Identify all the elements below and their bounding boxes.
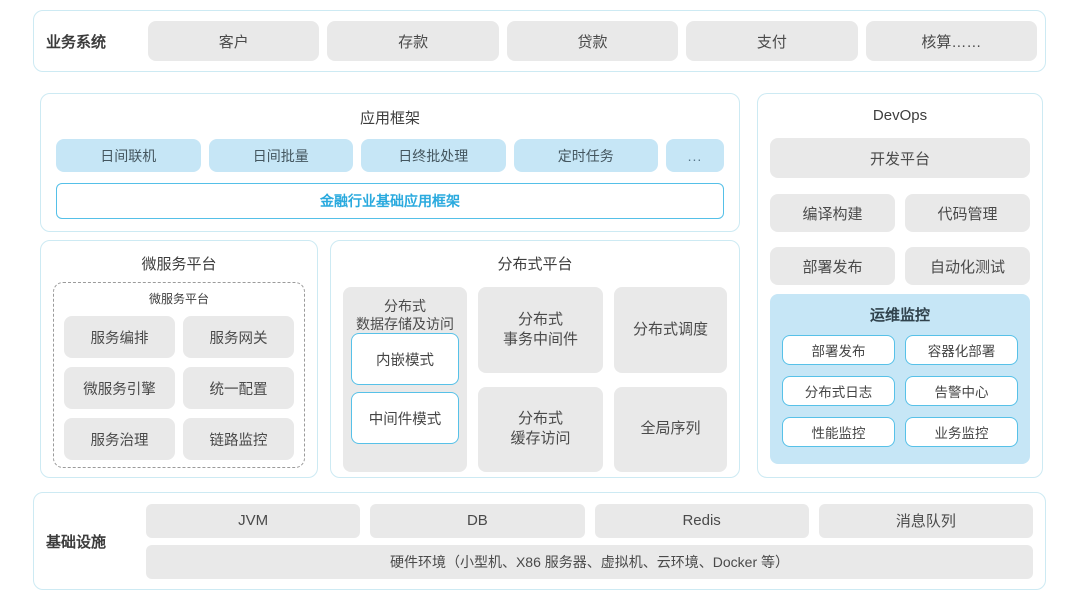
- infra-item: DB: [370, 503, 585, 538]
- microservice-item: 链路监控: [183, 418, 294, 460]
- hardware-environment-box: 硬件环境（小型机、X86 服务器、虚拟机、云环境、Docker 等）: [146, 544, 1033, 579]
- ops-monitor-title: 运维监控: [869, 307, 930, 324]
- app-framework-title: 应用框架: [359, 110, 420, 127]
- infra-item: JVM: [146, 503, 361, 538]
- devops-title: DevOps: [872, 107, 928, 124]
- distributed-body: 分布式 数据存储及访问 内嵌模式 中间件模式 分布式 事务中间件 分布式 缓存访…: [343, 287, 727, 472]
- devops-item: 自动化测试: [905, 247, 1030, 285]
- biz-item: 贷款: [506, 21, 679, 61]
- storage-mode-item: 中间件模式: [351, 392, 459, 444]
- microservice-items: 服务编排 服务网关 微服务引擎 统一配置 服务治理 链路监控: [64, 316, 294, 460]
- distributed-col-right: 分布式调度 全局序列: [614, 287, 727, 472]
- microservice-item: 服务网关: [183, 316, 294, 358]
- business-systems-bar: 业务系统 客户 存款 贷款 支付 核算……: [33, 10, 1046, 72]
- distributed-storage-group: 分布式 数据存储及访问 内嵌模式 中间件模式: [343, 287, 467, 472]
- biz-item: 核算……: [865, 21, 1038, 61]
- app-item: 日间批量: [208, 139, 353, 172]
- devops-items: 编译构建 代码管理 部署发布 自动化测试: [770, 194, 1030, 285]
- distributed-item: 分布式 事务中间件: [478, 287, 603, 373]
- monitor-item: 分布式日志: [782, 376, 895, 406]
- microservice-panel: 微服务平台 微服务平台 服务编排 服务网关 微服务引擎 统一配置 服务治理 链路…: [40, 240, 318, 478]
- biz-item: 支付: [686, 21, 858, 61]
- microservice-item: 统一配置: [183, 367, 294, 409]
- infrastructure-label: 基础设施: [46, 533, 107, 551]
- distributed-item: 分布式 缓存访问: [478, 386, 603, 472]
- monitor-item: 部署发布: [782, 335, 895, 365]
- distributed-col-middle: 分布式 事务中间件 分布式 缓存访问: [478, 287, 603, 472]
- app-item: 日间联机: [56, 139, 201, 172]
- microservice-item: 服务治理: [64, 418, 175, 460]
- ops-monitor-panel: 运维监控 部署发布 容器化部署 分布式日志 告警中心 性能监控 业务监控: [770, 294, 1030, 464]
- microservice-title: 微服务平台: [141, 256, 217, 273]
- distributed-item: 分布式调度: [614, 287, 727, 373]
- monitor-item: 告警中心: [905, 376, 1018, 406]
- microservice-inner-title: 微服务平台: [148, 292, 209, 306]
- distributed-title: 分布式平台: [497, 256, 573, 273]
- monitor-item: 业务监控: [905, 417, 1018, 447]
- devops-item: 部署发布: [770, 247, 895, 285]
- app-framework-items: 日间联机 日间批量 日终批处理 定时任务 ...: [56, 139, 724, 172]
- monitor-item: 容器化部署: [905, 335, 1018, 365]
- distributed-item: 全局序列: [614, 386, 727, 472]
- storage-mode-item: 内嵌模式: [351, 333, 459, 385]
- devops-panel: DevOps 开发平台 编译构建 代码管理 部署发布 自动化测试 运维监控 部署…: [757, 93, 1043, 478]
- devops-item: 编译构建: [770, 194, 895, 232]
- infrastructure-items: JVM DB Redis 消息队列: [146, 503, 1033, 538]
- distributed-storage-title: 分布式 数据存储及访问: [356, 298, 454, 332]
- base-framework-label: 金融行业基础应用框架: [320, 193, 460, 209]
- infra-item: Redis: [594, 503, 809, 538]
- business-systems-items: 客户 存款 贷款 支付 核算……: [148, 21, 1038, 61]
- devops-item: 代码管理: [905, 194, 1030, 232]
- ops-monitor-items: 部署发布 容器化部署 分布式日志 告警中心 性能监控 业务监控: [782, 335, 1018, 447]
- infrastructure-bar: 基础设施 JVM DB Redis 消息队列 硬件环境（小型机、X86 服务器、…: [33, 492, 1046, 590]
- devops-platform-box: 开发平台: [770, 138, 1030, 178]
- app-framework-panel: 应用框架 日间联机 日间批量 日终批处理 定时任务 ... 金融行业基础应用框架: [40, 93, 740, 232]
- app-item: 定时任务: [513, 139, 658, 172]
- monitor-item: 性能监控: [782, 417, 895, 447]
- biz-item: 存款: [327, 21, 499, 61]
- microservice-item: 服务编排: [64, 316, 175, 358]
- microservice-dashed-group: 微服务平台 服务编排 服务网关 微服务引擎 统一配置 服务治理 链路监控: [53, 282, 305, 468]
- infra-item: 消息队列: [818, 503, 1033, 538]
- infrastructure-content: JVM DB Redis 消息队列 硬件环境（小型机、X86 服务器、虚拟机、云…: [146, 503, 1033, 579]
- app-item-more: ...: [666, 139, 724, 172]
- biz-item: 客户: [148, 21, 320, 61]
- base-framework-box: 金融行业基础应用框架: [56, 183, 724, 219]
- app-item: 日终批处理: [361, 139, 506, 172]
- microservice-item: 微服务引擎: [64, 367, 175, 409]
- business-systems-label: 业务系统: [46, 33, 107, 51]
- distributed-panel: 分布式平台 分布式 数据存储及访问 内嵌模式 中间件模式 分布式 事务中间件 分…: [330, 240, 740, 478]
